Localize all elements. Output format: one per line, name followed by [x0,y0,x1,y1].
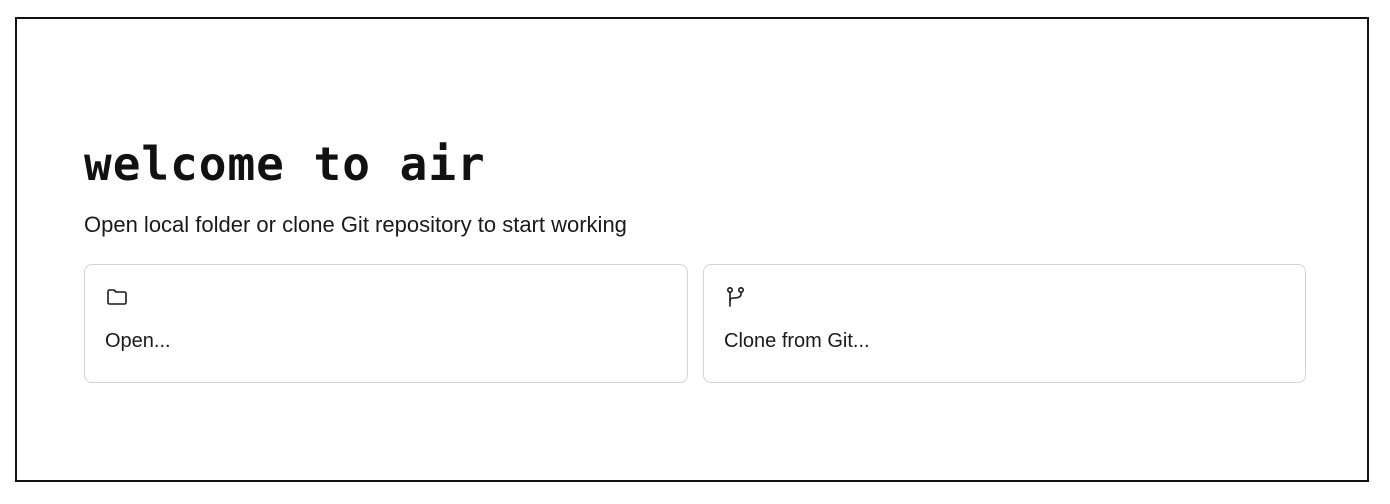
open-folder-label: Open... [105,330,171,352]
welcome-title: welcome to air [84,137,486,191]
open-folder-button[interactable]: Open... [84,264,688,383]
welcome-content: welcome to air Open local folder or clon… [84,137,1306,383]
welcome-window: welcome to air Open local folder or clon… [15,17,1369,482]
git-branch-icon [724,285,748,309]
action-cards: Open... Clone from Git... [84,264,1306,383]
folder-icon [105,285,129,309]
welcome-subtitle: Open local folder or clone Git repositor… [84,212,627,237]
clone-from-git-label: Clone from Git... [724,330,870,352]
clone-from-git-button[interactable]: Clone from Git... [703,264,1306,383]
